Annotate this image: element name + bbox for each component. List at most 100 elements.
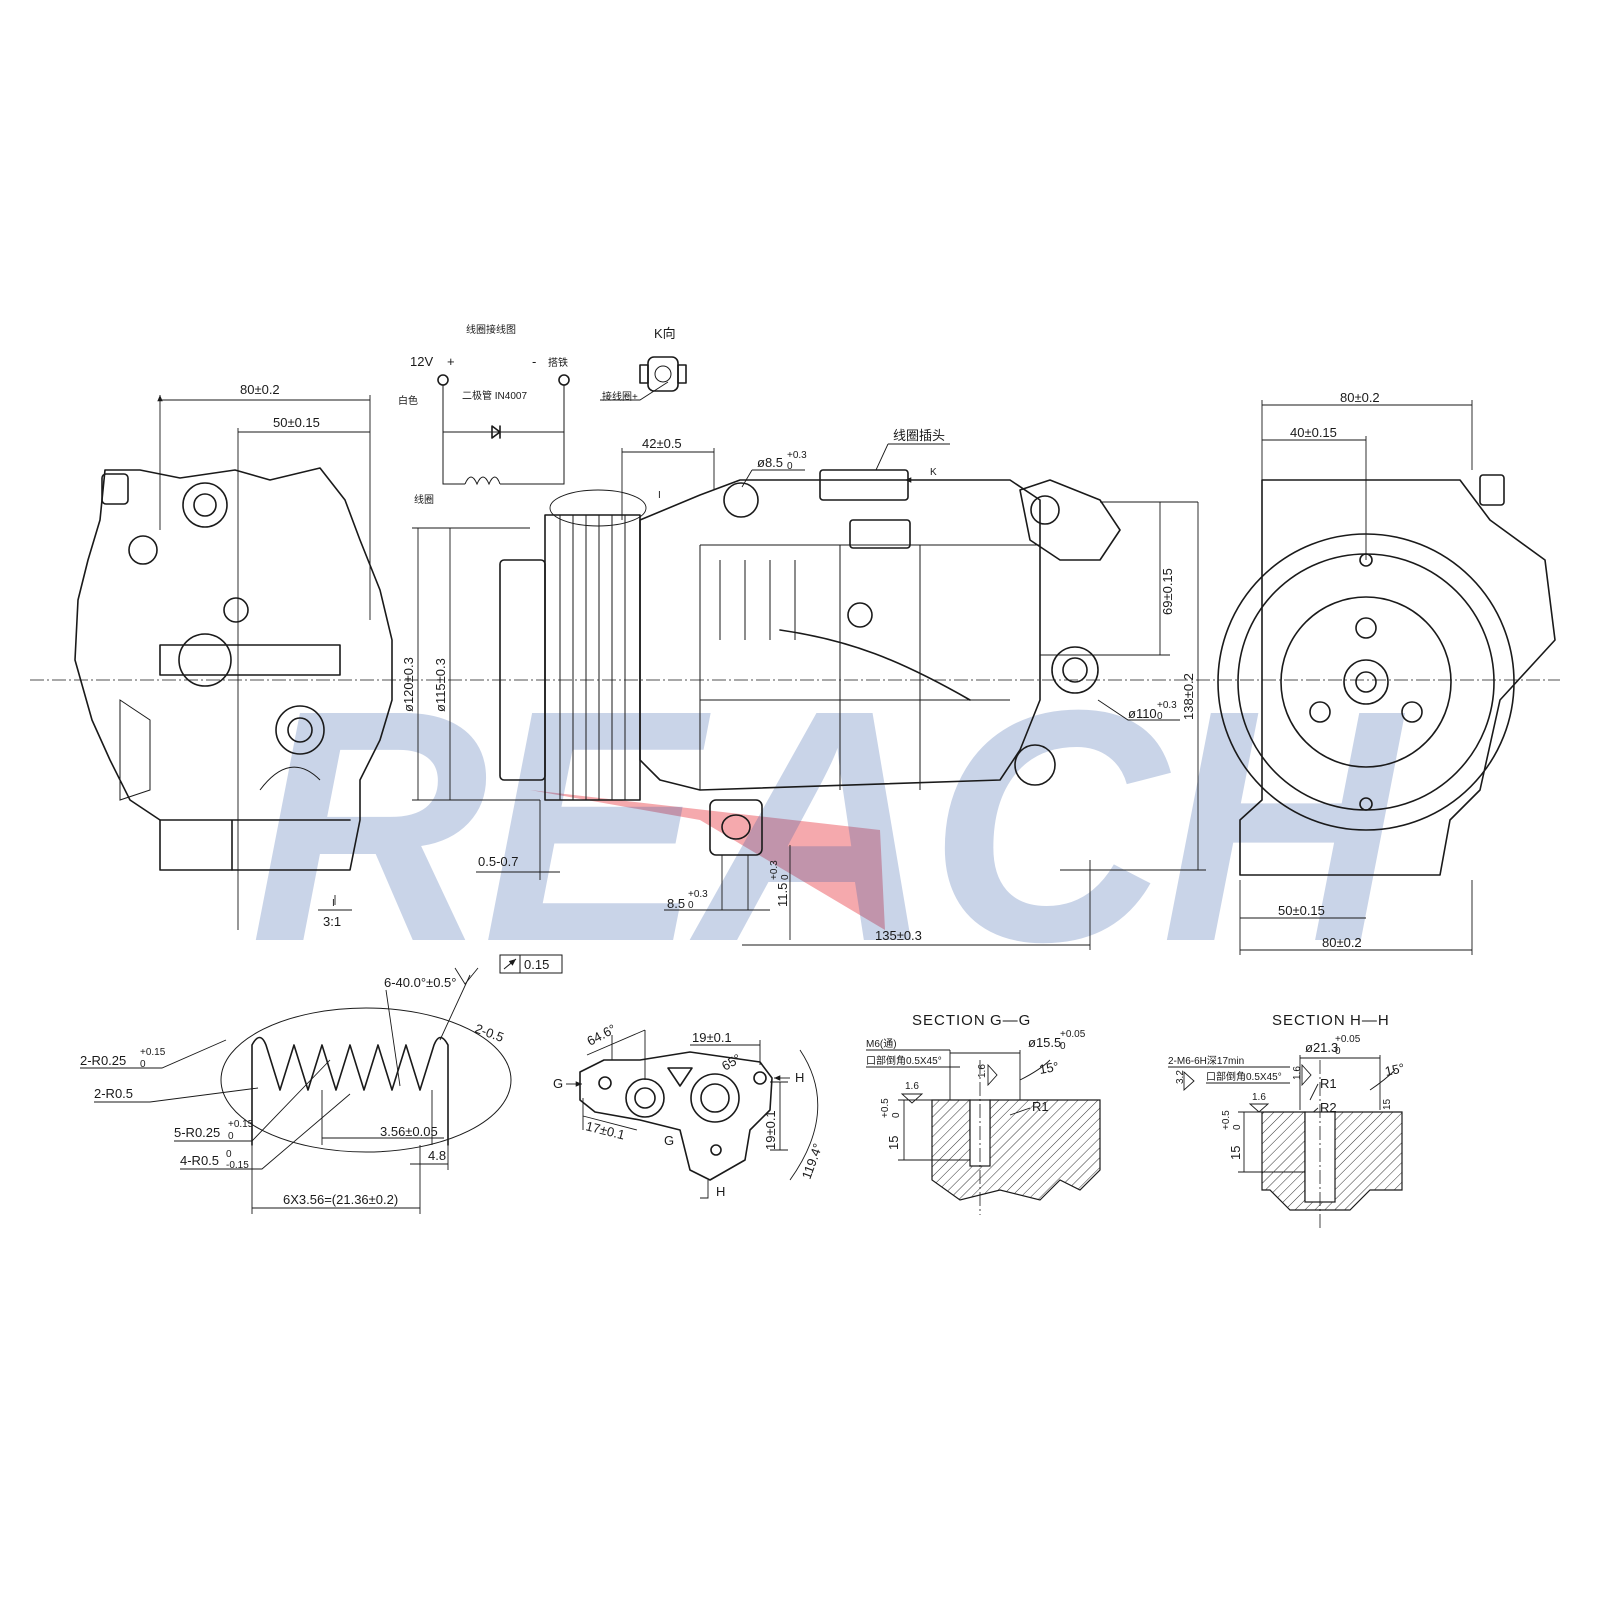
section-gg-title: SECTION [912,1012,986,1029]
groove-r025a-leader [80,1039,227,1069]
front-shaft [1343,659,1389,705]
left-base-block [159,819,351,871]
right-dim-80-top-label: 80±0.2 [1340,390,1380,405]
left-port-3-inner [287,717,313,743]
flange-dim-17 [582,1098,638,1131]
section-hh-notes-underline [1168,1066,1290,1084]
section-hh-a15: 15° [1384,1060,1406,1079]
pulley-body [544,514,641,801]
section-gg-d155: ø15.5 [1028,1035,1061,1050]
front-hole-top [1359,553,1373,567]
section-gg-f16b: 1.6 [977,1064,988,1078]
flange-hole-bottom [710,1144,722,1156]
dim-8-5-top-tol: +0.3 [787,450,807,461]
groove-r025b-leader [174,1059,331,1142]
body-boss [847,602,873,628]
right-dim-80-bottom-label: 80±0.2 [1322,935,1362,950]
left-port-4 [223,597,249,623]
groove-48: 4.8 [428,1148,446,1163]
section-gg-letters: G—G [990,1012,1031,1029]
main-view: 线圈插头 K I 42±0.5 ø8.5 +0.3 0 69±0.15 [401,428,1206,950]
flange-detail: 64.6° 19±0.1 65° G G H H 17±0.1 19±0.1 1… [553,1021,825,1199]
section-gg-d15-tol: +0.5 [880,1098,891,1118]
body-ribs [719,560,796,640]
runout-frame-value [519,954,563,974]
left-boss [178,633,232,687]
groove-pitch: 3.56±0.05 [380,1124,438,1139]
flange-dim-19top [690,1040,761,1065]
dim-05-07 [476,800,560,880]
wiring-plus: + [447,354,455,369]
dim-138-label: 138±0.2 [1181,673,1196,720]
left-dim-80 [160,395,371,620]
section-gg-finish-a [900,1093,924,1104]
k-view-connector [647,356,679,392]
right-port [1051,646,1099,694]
flange-g-bottom: G [664,1133,674,1148]
groove-r025b-tol0: 0 [228,1131,234,1142]
k-view-connector-tab-left [639,364,649,384]
flange-outline [579,1051,773,1181]
coil-plug [819,469,909,501]
watermark-accent-wedge [530,790,885,930]
dim-8-5-tol: +0.3 [688,889,708,900]
groove-r025a: 2-R0.25 [80,1053,126,1068]
dim-42 [621,448,715,520]
left-port-2 [182,482,228,528]
groove-angle-label: 6-40.0°±0.5° [384,975,456,990]
wiring-white: 白色 [398,394,418,407]
section-gg-f16a: 1.6 [905,1081,919,1092]
mount-ear [709,799,763,856]
coil-plug-2 [849,519,911,549]
groove-total-dim [251,1145,421,1214]
section-hh-d213-tol: +0.05 [1335,1034,1361,1045]
groove-r05-leader [94,1087,259,1103]
groove-r025a-tol: +0.15 [140,1047,166,1058]
terminal-minus [558,374,570,386]
wiring-ground: 搭铁 [548,356,568,369]
section-gg-d155-tol0: 0 [1060,1041,1066,1052]
section-gg-d15: 15 [886,1136,901,1150]
groove-total: 6X3.56=(21.36±0.2) [283,1192,398,1207]
right-dim-50 [1239,880,1366,955]
dim-8-5-top: ø8.5 [757,455,783,470]
dim-110-leader [1097,699,1180,721]
groove-r025a-tol0: 0 [140,1059,146,1070]
groove-r05b: 4-R0.5 [180,1153,219,1168]
dim-8-5-11-5 [664,845,791,940]
k-view-connector-tab-right [677,364,687,384]
flange-dim-19side-label: 19±0.1 [763,1110,778,1150]
pulley-grooves [559,515,626,800]
watermark: REACH [250,641,1415,1010]
section-hh-letters: H—H [1350,1012,1390,1029]
section-gg-a15-arc [1019,1059,1051,1081]
dim-110-label: ø110 [1128,706,1157,721]
right-dim-40-label: 40±0.15 [1290,425,1337,440]
groove-r025b-tol: +0.15 [228,1119,254,1130]
flange-arc-1194-label: 119.4° [799,1141,826,1181]
dim-11-5-tol: +0.3 [769,860,780,880]
coil-plug-label: 线圈插头 [893,428,945,443]
diode-symbol [491,425,501,439]
coil-plug-leader [875,443,950,471]
flange-angle-lines [586,1029,646,1080]
section-hh-f15: 15 [1382,1098,1393,1110]
left-view: 80±0.2 50±0.15 I 3:1 [74,382,393,930]
flange-port-small-inner [634,1087,656,1109]
section-hh-finish-b [1248,1103,1270,1113]
k-view: K向 接线圈+ [600,326,687,403]
wiring-title: 线圈接线图 [466,323,516,336]
flange-port-large [690,1073,740,1123]
k-view-leader [600,381,669,401]
dim-11-5-label: 11.5 [775,883,790,907]
section-gg: SECTION G—G M6(通) 口部倒角0.5X45° ø15.5 +0.0… [866,1012,1101,1215]
left-dim-50 [237,428,370,930]
watermark-text: REACH [250,641,1409,1010]
right-dim-40 [1262,436,1367,560]
right-port-inner [1062,657,1088,683]
sensor-connector [1014,744,1056,786]
flange-h-bottom-leader [700,1180,709,1199]
section-gg-hatched-body [931,1099,1101,1201]
flange-h-right: H [795,1070,804,1085]
section-hh-r1: R1 [1320,1076,1337,1091]
